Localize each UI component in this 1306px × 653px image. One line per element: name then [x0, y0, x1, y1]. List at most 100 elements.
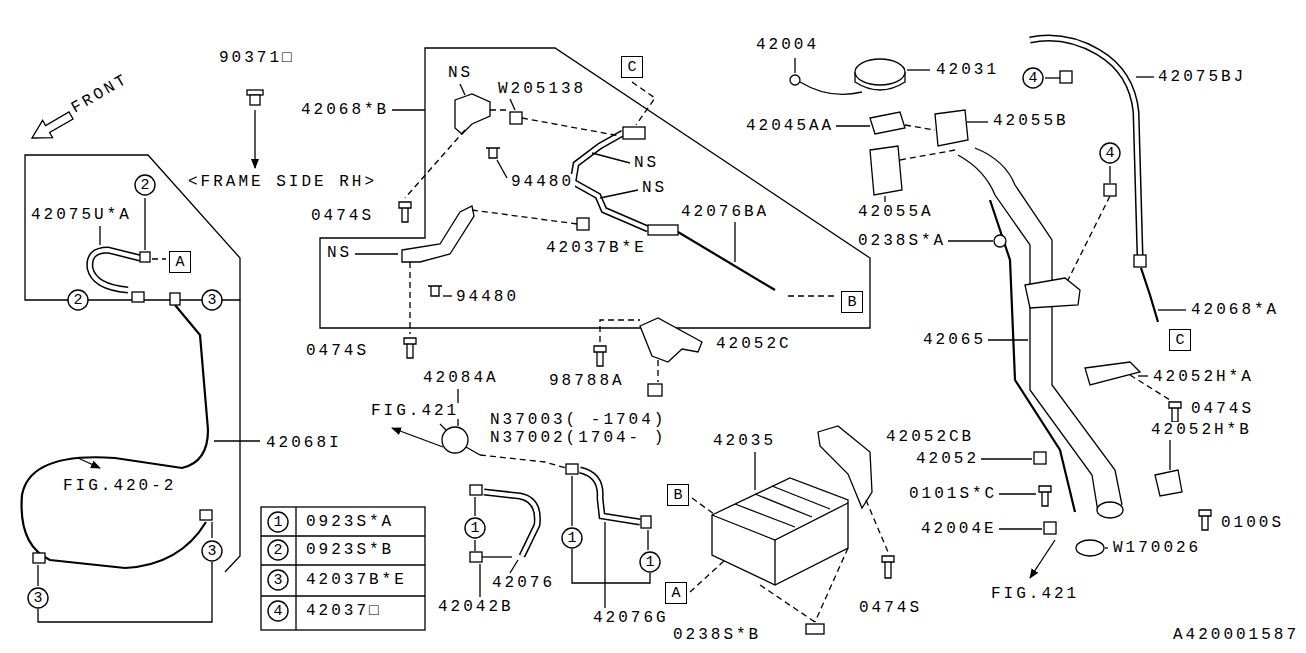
clip-symbol [566, 464, 578, 474]
hose-drawing [90, 250, 140, 290]
leader-line [794, 58, 795, 73]
part-number: 0238S*B [672, 627, 762, 643]
callout-circle: 2 [67, 289, 89, 311]
grommet-symbol [428, 148, 824, 634]
clip-symbol [648, 225, 678, 235]
reference-box: B [667, 484, 689, 506]
callout-text: 3 [273, 573, 282, 588]
reference-box: B [841, 291, 863, 313]
clip-symbol [641, 516, 651, 528]
leader-line [474, 540, 475, 551]
leader-line [214, 440, 260, 441]
circle-outline [268, 601, 288, 621]
clip-symbol [132, 292, 144, 302]
leader-line [144, 198, 145, 250]
part-number: 42031 [935, 62, 1000, 78]
hose-drawing [1141, 268, 1158, 322]
callout-text: A [175, 255, 184, 270]
leader-line [788, 295, 836, 296]
clip-symbol [1044, 522, 1056, 534]
legend-table [261, 564, 425, 565]
hose-drawing [1030, 38, 1140, 255]
clip-symbol [577, 218, 589, 230]
part-number: 42052C [715, 336, 793, 352]
part-number: 42068I [265, 435, 343, 451]
bolt-symbol [1199, 510, 1211, 530]
leader-line [522, 118, 620, 136]
leader-line [754, 452, 755, 490]
leader-line [999, 528, 1042, 529]
leader-line [948, 240, 993, 241]
figure-reference: FIG.421 [990, 586, 1080, 602]
part-number: 42052 [915, 451, 980, 467]
circle-outline [135, 175, 155, 195]
part-number: 42004E [920, 521, 998, 537]
callout-circle: 1 [267, 511, 289, 533]
leader-line [692, 498, 714, 514]
clip-symbol [33, 71, 1146, 563]
inset-outline [320, 48, 870, 328]
valve [442, 427, 468, 453]
callout-circle: 1 [639, 551, 661, 573]
leader-line [1138, 375, 1148, 376]
leader-line [355, 253, 398, 254]
inset-outline [225, 300, 240, 572]
fuel-cap [870, 146, 902, 195]
front-arrow [32, 112, 73, 138]
front-arrow [32, 112, 73, 138]
part-number: 0101S*C [908, 486, 998, 502]
canister [735, 486, 830, 527]
filler-neck [975, 148, 1122, 505]
callout-circle: 4 [1022, 67, 1044, 89]
part-number: 42042B [437, 599, 515, 615]
part-number: 94480 [510, 174, 575, 190]
leader-line [37, 565, 38, 586]
valve [392, 424, 480, 455]
clip-symbol [170, 293, 180, 305]
direction-label: FRONT [68, 71, 132, 117]
leader-line [409, 262, 410, 334]
clip-symbol [1076, 540, 1104, 556]
grommet-symbol [428, 286, 442, 296]
legend-table [261, 595, 425, 596]
reference-box: C [1169, 329, 1191, 351]
callout-text: 3 [33, 591, 42, 606]
filler-neck [990, 200, 1075, 512]
callout-text: 4 [273, 604, 282, 619]
grommet-symbol [648, 384, 662, 396]
callout-text: C [1175, 333, 1184, 348]
part-number: 42052H*A [1152, 369, 1255, 385]
bolt-symbol [399, 202, 411, 222]
leader-line [497, 160, 507, 178]
clip-symbol [470, 485, 482, 495]
hose-drawing [22, 38, 1158, 568]
hose-drawing [90, 250, 140, 290]
reference-box: A [665, 582, 687, 604]
bracket-drawing [1085, 362, 1140, 385]
reference-box: A [169, 251, 191, 273]
bracket-drawing [640, 318, 702, 362]
hose-drawing [573, 133, 648, 229]
clip-symbol [623, 127, 645, 139]
leader-line [999, 493, 1036, 494]
legend-table [261, 507, 425, 630]
table-cell: 0923S*B [305, 542, 395, 558]
note-label: <FRAME SIDE RH> [187, 174, 378, 190]
leader-line [600, 190, 638, 198]
fuel-cap [870, 112, 905, 134]
leader-line [600, 320, 640, 342]
clip-symbol [1134, 255, 1146, 267]
leader-line [405, 130, 465, 198]
callout-text: C [627, 60, 636, 75]
callout-text: 2 [140, 178, 149, 193]
circle-outline [202, 541, 222, 561]
leader-line [472, 210, 577, 224]
bolt-symbol [399, 202, 1211, 578]
callout-text: A [671, 586, 680, 601]
drawing-number: A420001587 [1172, 627, 1300, 643]
leader-line [604, 522, 605, 608]
leader-line [479, 564, 480, 597]
bracket-drawing [402, 206, 474, 262]
fuel-cap [935, 110, 968, 146]
